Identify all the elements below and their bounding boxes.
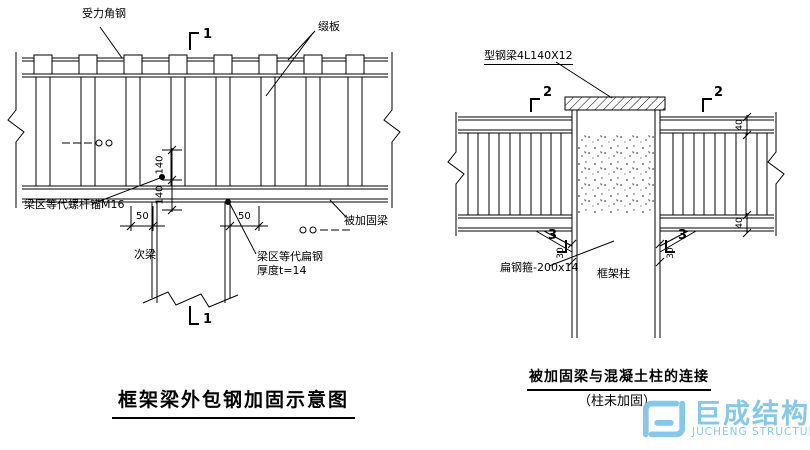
leader-flat-steel: [229, 203, 257, 255]
left-diagram-title: 框架梁外包钢加固示意图: [112, 385, 356, 419]
secondary-beam-lines: [142, 202, 239, 308]
dim-50-right: [220, 206, 268, 231]
angle-steel-label: 受力角钢: [82, 7, 126, 20]
dim-50-right-label: 50: [238, 211, 251, 222]
break-symbol-beam-right: [767, 112, 785, 236]
leader-hoop: [548, 240, 615, 267]
dim-30-right-label: 30: [666, 247, 676, 259]
batten-plates: [35, 76, 363, 187]
bolt-dot-upper: [159, 174, 165, 180]
batten-label: 缀板: [318, 20, 340, 33]
bolt-dot-lower: [225, 199, 231, 205]
secondary-beam-label: 次梁: [134, 248, 156, 261]
anchor-bolt-symbol-left: [62, 139, 113, 147]
dim-chain-vertical: [162, 145, 182, 215]
cap-plate: [564, 96, 666, 111]
leader-angle-steel: [99, 26, 123, 59]
right-diagram-subtitle: （柱未加固）: [578, 394, 657, 409]
steel-beam-label: 型钢梁4L140X12: [484, 49, 573, 65]
dim-40-ticks: [742, 112, 752, 238]
dim-40-bottom-label: 40: [735, 217, 745, 229]
beam-right-segment: [660, 116, 774, 232]
section-2-right-label: 2: [714, 85, 724, 100]
section-mark-2-left: [530, 98, 540, 112]
section-1-bottom-label: 1: [203, 312, 213, 327]
section-1-top-label: 1: [203, 27, 213, 42]
dim-30-ticks: [567, 239, 665, 267]
anchor-bolt-symbol-right: [299, 226, 350, 234]
break-symbol-beam-left: [447, 112, 465, 236]
dim-30-left-label: 30: [556, 247, 566, 259]
right-diagram-title: 被加固梁与混凝土柱的连接: [527, 366, 711, 391]
leader-anchor: [91, 177, 161, 205]
watermark-brand-en: JUCHENG STRUCTURE: [692, 426, 810, 438]
section-mark-3-right: [665, 240, 675, 253]
dim-50-left-label: 50: [136, 211, 149, 222]
concrete-fill: [578, 133, 654, 215]
frame-column-label: 框架柱: [597, 267, 630, 280]
dim-50-left: [120, 206, 165, 231]
break-symbol-left: [7, 52, 25, 208]
beam-left-segment: [458, 116, 572, 232]
section-mark-1-top: [189, 32, 199, 50]
flat-steel-hoop-label: 扁钢箍-200x14: [500, 261, 579, 274]
section-mark-2-right: [702, 98, 712, 112]
section-mark-1-bottom: [189, 306, 199, 325]
leader-batten-2: [265, 32, 314, 97]
leader-reinforced-beam: [329, 199, 347, 218]
dim-140-upper: 140: [154, 155, 166, 175]
leader-steel-beam: [555, 61, 613, 99]
top-plate-row: [33, 54, 365, 75]
frame-column-lines: [571, 110, 661, 338]
jucheng-logo-icon: [642, 400, 686, 438]
flat-steel-label-line1: 梁区等代扁钢: [257, 250, 323, 263]
section-3-right-label: 3: [678, 228, 688, 243]
flat-steel-label-line2: 厚度t=14: [257, 264, 307, 277]
dim-140-lower: 140: [154, 185, 166, 205]
section-mark-3-left: [557, 240, 567, 253]
left-beam-linework: [7, 26, 401, 325]
watermark-brand-cn: 巨成结构: [694, 399, 810, 430]
anchor-bolt-label: 梁区等代螺杆锚M16: [24, 198, 125, 211]
dim-40-top-label: 40: [735, 119, 745, 131]
section-2-left-label: 2: [543, 85, 553, 100]
break-symbol-right: [383, 52, 401, 208]
section-3-left-label: 3: [548, 228, 558, 243]
right-joint-linework: [447, 61, 785, 338]
reinforced-beam-label: 被加固梁: [344, 214, 388, 227]
